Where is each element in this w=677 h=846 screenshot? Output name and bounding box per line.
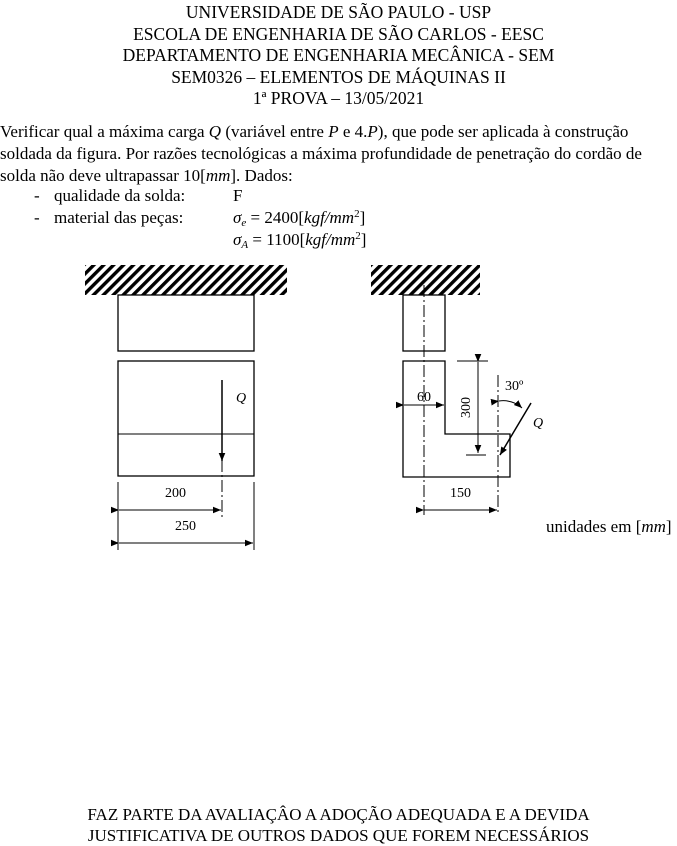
problem-line-1: Verificar qual a máxima carga Q (variáve…	[0, 122, 629, 141]
support-block-right	[402, 294, 446, 352]
department-name: DEPARTAMENTO DE ENGENHARIA MECÂNICA - SE…	[122, 45, 555, 65]
angle-arc	[490, 398, 523, 409]
units-note: unidades em [mm]	[546, 517, 672, 536]
wall-hatch-right	[371, 265, 480, 295]
angle-label: 30º	[505, 379, 524, 394]
wall-hatch-left	[85, 265, 287, 295]
dim-200-label: 200	[165, 486, 186, 501]
dim-300-label: 300	[459, 397, 474, 418]
problem-line-3: solda não deve ultrapassar 10[mm]. Dados…	[0, 166, 293, 185]
footer-line-2: JUSTIFICATIVA DE OUTROS DADOS QUE FOREM …	[87, 826, 590, 845]
front-view: Q 200 250	[85, 265, 287, 550]
dim-60-label: 60	[417, 390, 431, 405]
load-label-left: Q	[236, 391, 246, 406]
problem-statement: Verificar qual a máxima carga Q (variáve…	[0, 121, 677, 187]
footer-line-1: FAZ PARTE DA AVALIAÇÂO A ADOÇÃO ADEQUADA…	[87, 805, 590, 824]
problem-line-2: soldada da figura. Por razões tecnológic…	[0, 144, 642, 163]
support-block-left	[117, 294, 255, 352]
exam-footer: FAZ PARTE DA AVALIAÇÂO A ADOÇÃO ADEQUADA…	[0, 804, 677, 846]
plate-left	[117, 360, 255, 477]
school-name: ESCOLA DE ENGENHARIA DE SÃO CARLOS - EES…	[133, 23, 544, 44]
l-plate-profile	[402, 360, 511, 478]
side-view: 300 60 Q 30º 150	[371, 265, 543, 515]
fatigue-stress: σA = 1100[kgf/mm2]	[233, 230, 367, 251]
university-name: UNIVERSIDADE DE SÃO PAULO - USP	[185, 2, 492, 22]
dim-250-label: 250	[175, 519, 196, 534]
inclined-load-arrow	[499, 402, 532, 456]
exam-header: UNIVERSIDADE DE SÃO PAULO - USP ESCOLA D…	[0, 2, 677, 110]
dim-150-label: 150	[450, 486, 471, 501]
yield-stress: σe = 2400[kgf/mm2]	[233, 208, 366, 229]
load-label-right: Q	[533, 416, 543, 431]
course-name: SEM0326 – ELEMENTOS DE MÁQUINAS II	[171, 66, 506, 87]
exam-date: 1ª PROVA – 13/05/2021	[252, 88, 425, 108]
